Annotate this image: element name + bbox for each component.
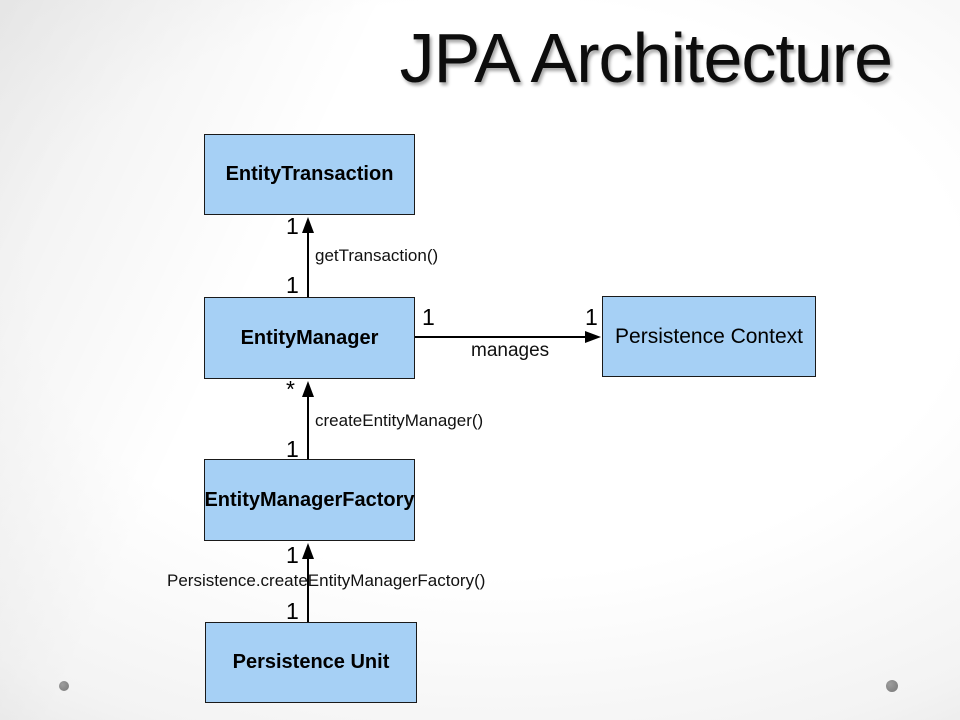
arrowhead-up-icon — [302, 543, 314, 559]
multiplicity-label: 1 — [286, 598, 299, 624]
connector-createentitymanagerfactory — [307, 556, 309, 622]
arrowhead-up-icon — [302, 381, 314, 397]
multiplicity-label: 1 — [422, 304, 435, 330]
connector-createentitymanager — [307, 394, 309, 459]
node-persistence-context: Persistence Context — [602, 296, 816, 377]
slide-title: JPA Architecture — [399, 19, 893, 97]
node-label-persistence-unit: Persistence Unit — [232, 651, 390, 673]
node-label-entity-transaction: EntityTransaction — [225, 163, 394, 185]
connector-manages — [415, 336, 590, 338]
node-label-entity-manager-factory: EntityManagerFactory — [204, 488, 415, 511]
edge-label-createentitymanagerfactory: Persistence.createEntityManagerFactory() — [167, 571, 486, 590]
multiplicity-label: 1 — [286, 272, 299, 298]
edge-label-createentitymanager: createEntityManager() — [315, 411, 484, 430]
node-label-persistence-context: Persistence Context — [615, 324, 803, 348]
node-label-entity-manager: EntityManager — [240, 326, 379, 349]
decor-dot-right-icon — [886, 680, 898, 692]
node-persistence-unit: Persistence Unit — [205, 622, 417, 703]
node-entity-manager-factory: EntityManagerFactory — [204, 459, 415, 541]
multiplicity-label: 1 — [286, 542, 299, 568]
connector-gettransaction — [307, 230, 309, 297]
decor-dot-left-icon — [59, 681, 69, 691]
edge-label-manages: manages — [471, 340, 550, 361]
multiplicity-label: * — [286, 376, 295, 402]
multiplicity-label: 1 — [286, 213, 299, 239]
node-entity-transaction: EntityTransaction — [204, 134, 415, 215]
multiplicity-label: 1 — [286, 436, 299, 462]
node-entity-manager: EntityManager — [204, 297, 415, 379]
multiplicity-label: 1 — [585, 304, 598, 330]
arrowhead-up-icon — [302, 217, 314, 233]
arrowhead-right-icon — [585, 331, 601, 343]
edge-label-gettransaction: getTransaction() — [315, 246, 439, 265]
